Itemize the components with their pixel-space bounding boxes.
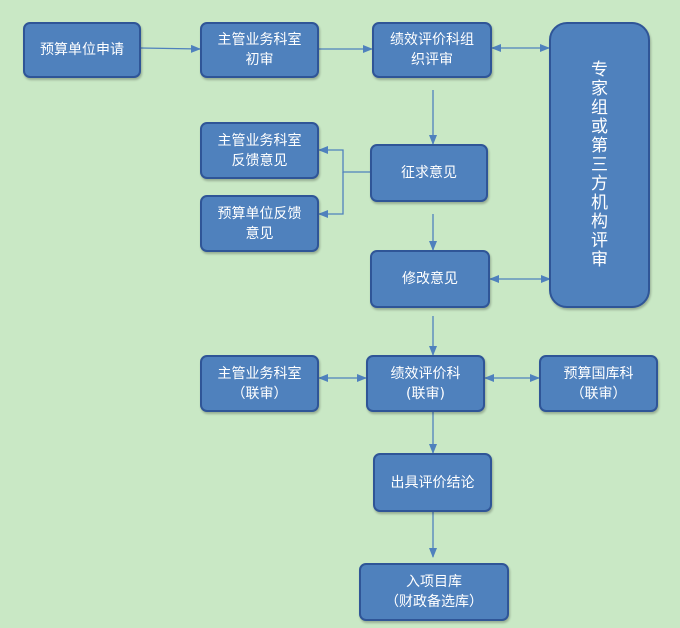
node-label-line-2: （财政备选库） [385, 594, 483, 610]
node-label-vertical: 专家组或第三方机构评审 [591, 59, 608, 270]
node-label-line-1: 主管业务科室 [217, 365, 302, 382]
node-budget-unit-feedback: 预算单位反馈 意见 [200, 195, 319, 252]
node-treasury-joint-review: 预算国库科 （联审） [539, 355, 658, 412]
node-label-line-1: 入项目库 [406, 574, 462, 590]
node-label-line-2: (联审) [406, 385, 445, 402]
node-revise-opinions: 修改意见 [370, 250, 490, 308]
node-solicit-opinions: 征求意见 [370, 144, 488, 202]
arrow-solicit-to-budget-feedback [318, 172, 344, 218]
node-label-line-1: 主管业务科室 [217, 132, 302, 149]
node-performance-org-review: 绩效评价科组 织评审 [372, 22, 492, 78]
node-budget-unit-apply: 预算单位申请 [23, 22, 141, 78]
node-supervisor-initial-review: 主管业务科室 初审 [200, 22, 319, 78]
node-label-line-1: 预算单位反馈 [217, 205, 302, 222]
node-label-line-2: 意见 [245, 225, 274, 242]
node-expert-third-party-review: 专家组或第三方机构评审 [549, 22, 650, 308]
node-supervisor-feedback: 主管业务科室 反馈意见 [200, 122, 319, 179]
node-evaluation-conclusion: 出具评价结论 [373, 453, 492, 512]
node-performance-joint-review: 绩效评价科 (联审) [366, 355, 485, 412]
node-label-line-2: 反馈意见 [231, 152, 288, 169]
node-label-line-1: 主管业务科室 [217, 32, 302, 48]
node-supervisor-joint-review: 主管业务科室 （联审） [200, 355, 319, 412]
node-label-line-2: 初审 [245, 52, 274, 68]
node-label-line-2: （联审） [231, 385, 288, 402]
node-label-line-1: 绩效评价科组 [390, 32, 474, 48]
node-label: 征求意见 [401, 165, 457, 181]
arrow-solicit-to-feedback [318, 146, 370, 173]
node-label-line-2: 织评审 [411, 52, 453, 68]
node-label-line-2: （联审） [570, 385, 627, 402]
node-label-line-1: 绩效评价科 [390, 365, 461, 382]
node-label: 出具评价结论 [390, 474, 475, 491]
node-label: 预算单位申请 [40, 42, 124, 58]
node-label-line-1: 预算国库科 [563, 365, 634, 382]
arrow-apply-to-initial-review [140, 44, 201, 53]
node-label: 修改意见 [402, 271, 458, 287]
node-enter-project-library: 入项目库 （财政备选库） [359, 563, 509, 621]
